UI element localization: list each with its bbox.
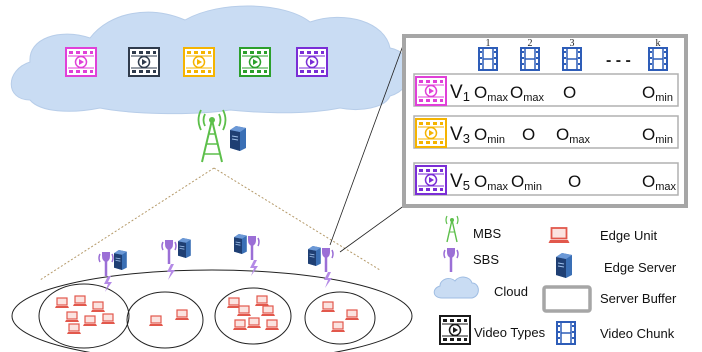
edge-unit-laptop-icon bbox=[264, 319, 280, 331]
small-cell-ellipse bbox=[38, 283, 130, 349]
buffer-row-video-label: V5 bbox=[450, 171, 470, 193]
buffer-row-video-label: V1 bbox=[450, 82, 470, 104]
legend-edge-server-label: Edge Server bbox=[604, 260, 677, 275]
coverage-line-left bbox=[39, 167, 215, 281]
buffer-cell-value: Omin bbox=[642, 83, 673, 104]
buffer-cell-value: Omax bbox=[474, 83, 509, 104]
legend-cloud-label: Cloud bbox=[494, 284, 528, 299]
sbs-antenna-icon bbox=[317, 246, 335, 274]
legend-cloud-icon bbox=[433, 276, 479, 299]
legend-video-chunk-icon bbox=[556, 321, 576, 345]
edge-unit-laptop-icon bbox=[232, 319, 248, 331]
legend-mbs-icon bbox=[445, 215, 459, 243]
edge-unit-laptop-icon bbox=[64, 311, 80, 323]
sbs-antenna-icon bbox=[243, 234, 261, 262]
coverage-area-ellipse bbox=[11, 269, 413, 352]
legend-video-type-icon bbox=[439, 315, 471, 345]
chunk-ellipsis: - - - bbox=[606, 52, 631, 69]
legend-mbs-label: MBS bbox=[473, 226, 502, 241]
buffer-cell-value: Omin bbox=[642, 125, 673, 146]
edge-unit-laptop-icon bbox=[236, 305, 252, 317]
buffer-row-frame bbox=[413, 162, 679, 196]
buffer-cell-value: Omin bbox=[474, 125, 505, 146]
buffer-cell-value: O bbox=[568, 172, 581, 191]
edge-unit-laptop-icon bbox=[344, 309, 360, 321]
wireless-link-icon bbox=[167, 264, 175, 280]
buffer-cell-value: Omax bbox=[556, 125, 591, 146]
buffer-cell-value: Omax bbox=[642, 172, 677, 193]
edge-unit-laptop-icon bbox=[72, 295, 88, 307]
sbs-antenna-icon bbox=[160, 238, 178, 266]
cloud-video-pink-icon bbox=[65, 47, 97, 77]
chunk-index-label: 3 bbox=[570, 38, 575, 49]
buffer-cell-value: O bbox=[522, 125, 535, 144]
buffer-cell-value: O bbox=[563, 83, 576, 102]
small-cell-ellipse bbox=[126, 291, 204, 349]
edge-unit-laptop-icon bbox=[254, 295, 270, 307]
small-cell-ellipse bbox=[304, 291, 376, 345]
chunk-index-label: 2 bbox=[528, 38, 533, 49]
edge-unit-laptop-icon bbox=[100, 313, 116, 325]
legend-server-buffer-icon bbox=[542, 285, 592, 313]
legend-sbs-label: SBS bbox=[473, 252, 499, 267]
edge-unit-laptop-icon bbox=[90, 301, 106, 313]
sbs-antenna-icon bbox=[97, 250, 115, 278]
buffer-row-frame bbox=[413, 115, 679, 149]
legend: MBS SBS Cloud Video Types Edge Unit Edge… bbox=[433, 215, 677, 345]
edge-unit-laptop-icon bbox=[174, 309, 190, 321]
buffer-cell-value: Omax bbox=[474, 172, 509, 193]
edge-unit-laptop-icon bbox=[82, 315, 98, 327]
cloud-video-dark-icon bbox=[128, 47, 160, 77]
sbs-edge-server-icon bbox=[307, 245, 322, 267]
edge-unit-laptop-icon bbox=[246, 317, 262, 329]
mbs-tower-icon bbox=[197, 109, 227, 163]
edge-unit-laptop-icon bbox=[260, 305, 276, 317]
buffer-cell-value: Omax bbox=[510, 83, 545, 104]
sbs-edge-server-icon bbox=[113, 249, 128, 271]
mbs-edge-server-icon bbox=[229, 125, 247, 152]
edge-unit-laptop-icon bbox=[148, 315, 164, 327]
buffer-row-video-icon bbox=[415, 165, 447, 195]
coverage-line-right bbox=[213, 167, 381, 271]
cloud-video-green-icon bbox=[239, 47, 271, 77]
legend-video-chunk-label: Video Chunk bbox=[600, 326, 675, 341]
small-cell-ellipse bbox=[214, 287, 292, 345]
buffer-row-video-label: V3 bbox=[450, 124, 470, 146]
legend-sbs-icon bbox=[442, 246, 460, 274]
cloud-video-purple-icon bbox=[296, 47, 328, 77]
buffer-row-video-icon bbox=[415, 76, 447, 106]
wireless-link-icon bbox=[104, 276, 112, 292]
wireless-link-icon bbox=[250, 260, 258, 276]
cloud-video-yellow-icon bbox=[183, 47, 215, 77]
buffer-row-frame bbox=[413, 73, 679, 107]
buffer-cell-value: Omin bbox=[511, 172, 542, 193]
edge-unit-laptop-icon bbox=[54, 297, 70, 309]
wireless-link-icon bbox=[324, 272, 332, 288]
chunk-index-label: k bbox=[656, 38, 661, 49]
edge-unit-laptop-icon bbox=[66, 323, 82, 335]
legend-video-types-label: Video Types bbox=[474, 325, 546, 340]
edge-unit-laptop-icon bbox=[320, 301, 336, 313]
legend-edge-unit-icon bbox=[547, 227, 571, 244]
legend-edge-unit-label: Edge Unit bbox=[600, 228, 657, 243]
chunk-index-label: 1 bbox=[486, 38, 491, 49]
buffer-row-video-icon bbox=[415, 118, 447, 148]
legend-edge-server-icon bbox=[555, 252, 573, 279]
zoom-connector-bottom bbox=[339, 204, 406, 253]
sbs-edge-server-icon bbox=[177, 237, 192, 259]
edge-unit-laptop-icon bbox=[330, 321, 346, 333]
sbs-edge-server-icon bbox=[233, 233, 248, 255]
legend-server-buffer-label: Server Buffer bbox=[600, 291, 677, 306]
zoom-connector-top bbox=[329, 39, 406, 246]
